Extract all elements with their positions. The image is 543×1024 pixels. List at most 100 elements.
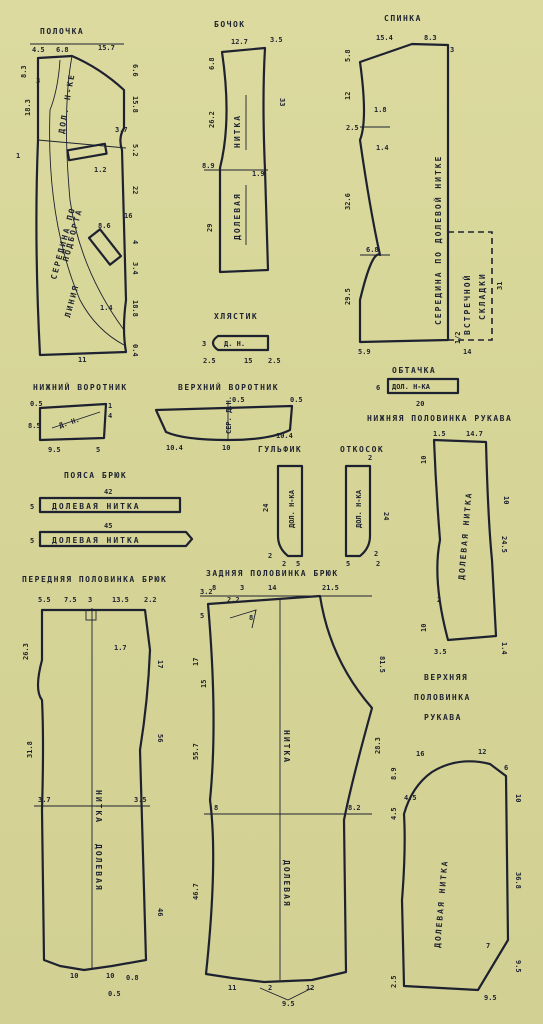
dim-label: 4.5 (390, 807, 398, 820)
grain-label: ДОЛ. Н-КА (355, 489, 363, 528)
dim-label: 20 (416, 400, 424, 408)
dim-label: 29 (206, 224, 214, 232)
dim-label: 4 (108, 412, 112, 420)
dim-label: 5 (296, 560, 300, 568)
dim-label: 2.2 (144, 596, 157, 604)
grain-label: ДОЛ. Н-КА (288, 489, 296, 528)
dim-label: 3.7 (38, 796, 51, 804)
dim-label: 8.6 (98, 222, 111, 230)
dim-label: 81.5 (378, 656, 386, 673)
dim-label: 2 (374, 550, 378, 558)
dim-label: 10 (106, 972, 114, 980)
dim-label: 46 (156, 908, 164, 916)
dim-label: 15.8 (131, 96, 139, 113)
dim-label: 16 (416, 750, 424, 758)
dim-label: 8.9 (390, 767, 398, 780)
outline-otkosok (344, 464, 372, 558)
dim-label: 11 (228, 984, 236, 992)
dim-label: 5.5 (38, 596, 51, 604)
dim-label: 24.5 (500, 536, 508, 553)
dim-label: 14 (268, 584, 276, 592)
dim-label: 5.2 (131, 144, 139, 157)
dim-label: 1.4 (100, 304, 113, 312)
fold-box (448, 231, 493, 341)
piece-obtachka: ОБТАЧКА ДОЛ. Н-КА 6 20 (376, 366, 460, 408)
dim-label: 0.4 (131, 344, 139, 357)
grain-label: Д. Н. (58, 416, 81, 430)
dim-label: 12 (306, 984, 314, 992)
dim-label: 10 (420, 624, 428, 632)
dim-label: 3.5 (134, 796, 147, 804)
pocket-lower (87, 228, 123, 266)
dim-label: 12 (478, 748, 486, 756)
piece-gulfik: ГУЛЬФИК 24 2 5 2 ДОЛ. Н-КА (258, 445, 304, 568)
dim-label: 6.8 (208, 57, 216, 70)
title-spinka: СПИНКА (384, 14, 422, 23)
dim-label: 2.5 (346, 124, 359, 132)
dim-label: 5.9 (358, 348, 371, 356)
outline-zadnyaya-bryuk (204, 594, 374, 984)
piece-perednyaya-bryuk: ПЕРЕДНЯЯ ПОЛОВИНКА БРЮК 5.5 7.5 3 13.5 2… (22, 575, 166, 998)
dim-label: 8.2 (348, 804, 361, 812)
dim-label: 6.8 (366, 246, 379, 254)
dim-label: 1 (16, 152, 20, 160)
dim-label: 2.2 (227, 596, 240, 604)
dim-label: 24 (382, 512, 390, 520)
dim-label: 56 (156, 734, 164, 742)
title-verhnyaya-rukav-1: ВЕРХНЯЯ (424, 673, 468, 682)
dim-label: 18.8 (131, 300, 139, 317)
dim-label: 31 (496, 282, 504, 290)
dim-label: 7 (486, 942, 490, 950)
dim-label: 1.5 (433, 430, 446, 438)
dim-label: 28.3 (374, 737, 382, 754)
dim-label: 5 (96, 446, 100, 454)
outline-perednyaya-bryuk (36, 608, 152, 972)
outline-verhniy-vorotnik (154, 404, 294, 442)
dim-label: 2 (282, 560, 286, 568)
dim-label: 18.3 (24, 99, 32, 116)
dim-label: 1/2 (454, 331, 462, 344)
dim-label: 10 (222, 444, 230, 452)
dim-label: 21.5 (322, 584, 339, 592)
dim-label: 0.5 (232, 396, 245, 404)
outline-obtachka (386, 377, 460, 395)
dim-label: 7.5 (64, 596, 77, 604)
dim-label: 10.4 (276, 432, 293, 440)
dim-label: 4.5 (404, 794, 417, 802)
dim-label: 0.5 (108, 990, 121, 998)
outline-poyas-1 (38, 496, 182, 514)
dim-label: 45 (104, 522, 112, 530)
dim-label: 3 (202, 340, 206, 348)
dim-label: 3.5 (270, 36, 283, 44)
outline-hlyastik (211, 334, 270, 352)
grain-label: ДОЛЕВАЯ (282, 860, 291, 908)
outline-polochka (35, 54, 128, 357)
dim-label: 5 (200, 612, 204, 620)
dim-label: 26.2 (208, 111, 216, 128)
title-obtachka: ОБТАЧКА (392, 366, 436, 375)
piece-nizhnyaya-rukav: НИЖНЯЯ ПОЛОВИНКА РУКАВА 1.5 14.7 10 10 2… (367, 414, 511, 656)
dim-label: 12 (344, 92, 352, 100)
piece-zadnyaya-bryuk: ЗАДНЯЯ ПОЛОВИНКА БРЮК 3.2 8 3 14 21.5 5 … (192, 569, 386, 1008)
dim-label: 15 (244, 357, 252, 365)
dim-label: 10 (502, 496, 510, 504)
dim-label: 3.2 (200, 588, 213, 596)
grain-label: ДОЛЕВАЯ (233, 192, 242, 240)
dim-label: 13.5 (112, 596, 129, 604)
outline-gulfik (276, 464, 304, 558)
dim-label: 6 (376, 384, 380, 392)
dim-label: 0.8 (126, 974, 139, 982)
title-hlyastik: ХЛЯСТИК (214, 312, 258, 321)
title-zadnyaya-bryuk: ЗАДНЯЯ ПОЛОВИНКА БРЮК (206, 569, 339, 578)
dim-label: 2.5 (268, 357, 281, 365)
dim-label: 15 (200, 680, 208, 688)
dim-label: 9.5 (48, 446, 61, 454)
dim-label: 15.7 (98, 44, 115, 52)
dim-label: 4 (131, 240, 139, 244)
title-otkosok: ОТКОСОК (340, 445, 384, 454)
dim-label: 3 (36, 77, 40, 85)
title-poyasa: ПОЯСА БРЮК (64, 471, 127, 480)
dim-label: 3.4 (131, 262, 139, 275)
dim-label: 10 (420, 456, 428, 464)
